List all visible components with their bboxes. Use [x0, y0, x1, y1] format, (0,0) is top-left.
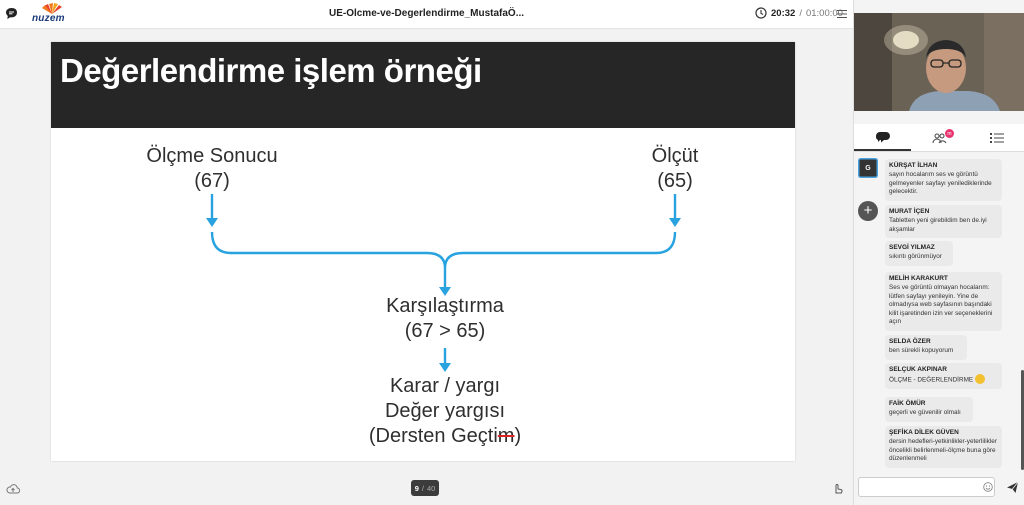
presentation-title: UE-Olcme-ve-Degerlendirme_MustafaÖ...: [328, 8, 525, 19]
chat-message: SELÇUK AKPINAR ÖLÇME - DEĞERLENDİRME: [885, 363, 1002, 390]
right-panel: m G + KÜRŞAT İLHAN sayın hocalarım ses v…: [853, 0, 1024, 505]
chat-message-text: dersin hedefleri-yetkinlikler-yeterlilik…: [889, 438, 997, 462]
chat-message-author: MELİH KARAKURT: [889, 275, 948, 282]
pager-total: 40: [426, 483, 436, 493]
tab-list[interactable]: [968, 124, 1024, 151]
cloud-upload-icon[interactable]: [6, 482, 20, 494]
center-arrowhead: [439, 287, 451, 296]
chat-message-author: SELDA ÖZER: [889, 338, 931, 345]
chat-bubbles-icon: [875, 131, 890, 142]
slide-title: Değerlendirme işlem örneği: [60, 52, 482, 89]
chat-message-text: ÖLÇME - DEĞERLENDİRME: [889, 374, 998, 385]
chat-message-author: MURAT İÇEN: [889, 208, 930, 215]
chat-message: SELDA ÖZER ben sürekli kopuyorum: [885, 335, 967, 360]
decision-line-1: Karar / yargı: [389, 375, 501, 397]
emoji-picker-icon[interactable]: [982, 481, 993, 492]
chat-message-author: KÜRŞAT İLHAN: [889, 162, 938, 169]
app-chat-bubble-icon[interactable]: [5, 7, 18, 20]
chat-message: SEVGİ YILMAZ sıkıntı görünmüyor: [885, 241, 953, 266]
chat-message: KÜRŞAT İLHAN sayın hocalarım ses ve görü…: [885, 159, 1002, 201]
chat-message-text: geçerli ve güvenilir olmalı: [889, 409, 961, 416]
send-arrow-icon[interactable]: [1005, 480, 1019, 494]
comparison-value: (67 > 65): [404, 320, 486, 342]
flow-diagram: [206, 194, 681, 372]
chat-message-author: ŞEFİKA DİLEK GÜVEN: [889, 429, 959, 436]
time-total: 01:00:00: [805, 7, 843, 19]
left-arrowhead: [206, 218, 218, 227]
right-panel-tabs: m: [854, 124, 1024, 152]
brace-connector: [210, 231, 677, 269]
pager-separator: /: [421, 483, 424, 493]
chat-message-author: SEVGİ YILMAZ: [889, 244, 935, 251]
chat-panel: G + KÜRŞAT İLHAN sayın hocalarım ses ve …: [854, 151, 1024, 473]
decision-line-3: (Dersten Geçtim): [325, 423, 565, 449]
presenter-webcam-video: [854, 13, 1024, 111]
comparison-label: Karşılaştırma: [386, 295, 504, 317]
chat-message-text-body: ÖLÇME - DEĞERLENDİRME: [889, 376, 974, 384]
nuzem-logo: nuzem: [32, 3, 72, 25]
measurement-result-value: (67): [194, 170, 230, 192]
chat-message-text: sıkıntı görünmüyor: [889, 253, 942, 260]
criterion-value: (65): [657, 170, 693, 192]
top-bar: nuzem UE-Olcme-ve-Degerlendirme_MustafaÖ…: [0, 0, 853, 29]
logo-text: nuzem: [32, 13, 65, 24]
chat-message: FAİK ÖMÜR geçerli ve güvenilir olmalı: [885, 397, 973, 422]
hand-pointer-icon[interactable]: [831, 482, 843, 494]
hamburger-menu-icon[interactable]: [836, 8, 847, 19]
room-avatar-button[interactable]: G: [858, 158, 878, 178]
list-icon: [989, 132, 1004, 143]
chat-message-text: ben sürekli kopuyorum: [889, 347, 954, 354]
add-button[interactable]: +: [858, 201, 878, 221]
pager-current: 9: [414, 483, 419, 493]
playback-timer: 20:32 / 01:00:00: [755, 7, 843, 19]
chat-message-text: Ses ve görüntü olmayan hocalarım: lütfen…: [889, 284, 993, 325]
participants-badge: m: [945, 129, 954, 138]
tab-participants[interactable]: m: [911, 124, 968, 151]
chat-message: MURAT İÇEN Tabletten yeni girebildim ben…: [885, 205, 1002, 238]
presentation-stage: Değerlendirme işlem örneği Ölçme Sonucu …: [0, 29, 853, 470]
slide: Değerlendirme işlem örneği Ölçme Sonucu …: [51, 42, 795, 461]
measurement-result-label: Ölçme Sonucu: [146, 145, 278, 167]
chat-message-author: FAİK ÖMÜR: [889, 400, 926, 407]
decision-line-3-strike: m: [497, 425, 515, 447]
chat-message-text: sayın hocalarım ses ve görüntü gelmeyenl…: [889, 171, 992, 195]
right-arrowhead: [669, 218, 681, 227]
slide-header: Değerlendirme işlem örneği: [51, 42, 795, 128]
decision-line-3-close: ): [514, 425, 522, 447]
time-current: 20:32: [771, 7, 796, 19]
decision-arrowhead: [439, 363, 451, 372]
chat-message: ŞEFİKA DİLEK GÜVEN dersin hedefleri-yetk…: [885, 426, 1002, 468]
criterion-label: Ölçüt: [651, 145, 699, 167]
chat-scrollbar[interactable]: [1021, 370, 1024, 470]
smiley-icon: [975, 374, 986, 384]
decision-line-3-text: (Dersten Geçti: [368, 425, 498, 447]
chat-message: MELİH KARAKURT Ses ve görüntü olmayan ho…: [885, 272, 1002, 331]
chat-message-text: Tabletten yeni girebildim ben de.iyi akş…: [889, 217, 987, 233]
participants-icon: [932, 133, 946, 143]
clock-icon: [755, 7, 767, 19]
chat-message-author: SELÇUK AKPINAR: [889, 366, 947, 373]
slide-pager[interactable]: 9 / 40: [411, 480, 439, 496]
tab-chat[interactable]: [854, 124, 911, 151]
chat-message-input[interactable]: [858, 477, 995, 497]
time-separator: /: [799, 7, 802, 19]
decision-line-2: Değer yargısı: [384, 400, 506, 422]
